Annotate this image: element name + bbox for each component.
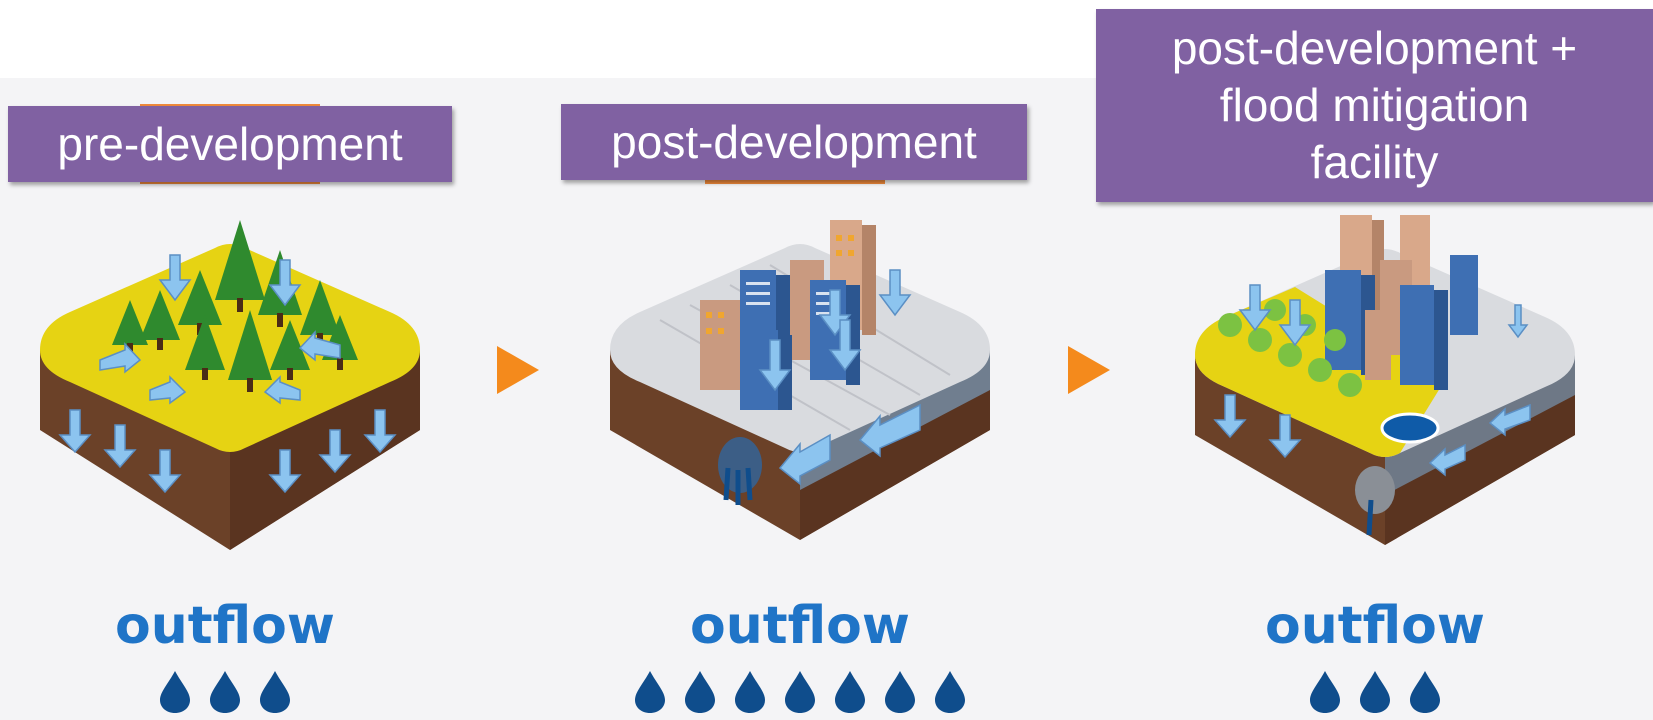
stage-title-line: facility (1310, 136, 1439, 188)
raindrop-icon (160, 671, 190, 713)
outflow-drops-mitigation (1175, 670, 1575, 714)
raindrop-icon (685, 671, 715, 713)
raindrop-icon (1360, 671, 1390, 713)
raindrop-icon (835, 671, 865, 713)
stage-title-line: flood mitigation (1219, 79, 1530, 131)
outflow-drops-pre (25, 670, 425, 714)
raindrop-icon (210, 671, 240, 713)
raindrop-icon (635, 671, 665, 713)
stage-title-post-development: post-development (561, 104, 1027, 180)
stage-title-pre-development: pre-development (8, 106, 452, 182)
raindrop-icon (1310, 671, 1340, 713)
outflow-label-pre: outflow (115, 596, 335, 656)
post-development-illustration (610, 220, 990, 540)
transition-arrow-icon (497, 346, 539, 394)
post-development-mitigation-illustration (1195, 215, 1575, 545)
outflow-drops-post (600, 670, 1000, 714)
stage-title-line: post-development + (1171, 22, 1578, 74)
raindrop-icon (1410, 671, 1440, 713)
transition-arrow-icon (1068, 346, 1110, 394)
stage-title-text: pre-development (57, 118, 403, 170)
outflow-label-mitigation: outflow (1265, 596, 1485, 656)
raindrop-icon (785, 671, 815, 713)
stage-title-post-development-mitigation: post-development + flood mitigation faci… (1096, 9, 1653, 202)
outflow-label-post: outflow (690, 596, 910, 656)
raindrop-icon (260, 671, 290, 713)
stage-title-text: post-development (611, 116, 977, 168)
raindrop-icon (735, 671, 765, 713)
pre-development-illustration (40, 220, 420, 550)
raindrop-icon (935, 671, 965, 713)
raindrop-icon (885, 671, 915, 713)
